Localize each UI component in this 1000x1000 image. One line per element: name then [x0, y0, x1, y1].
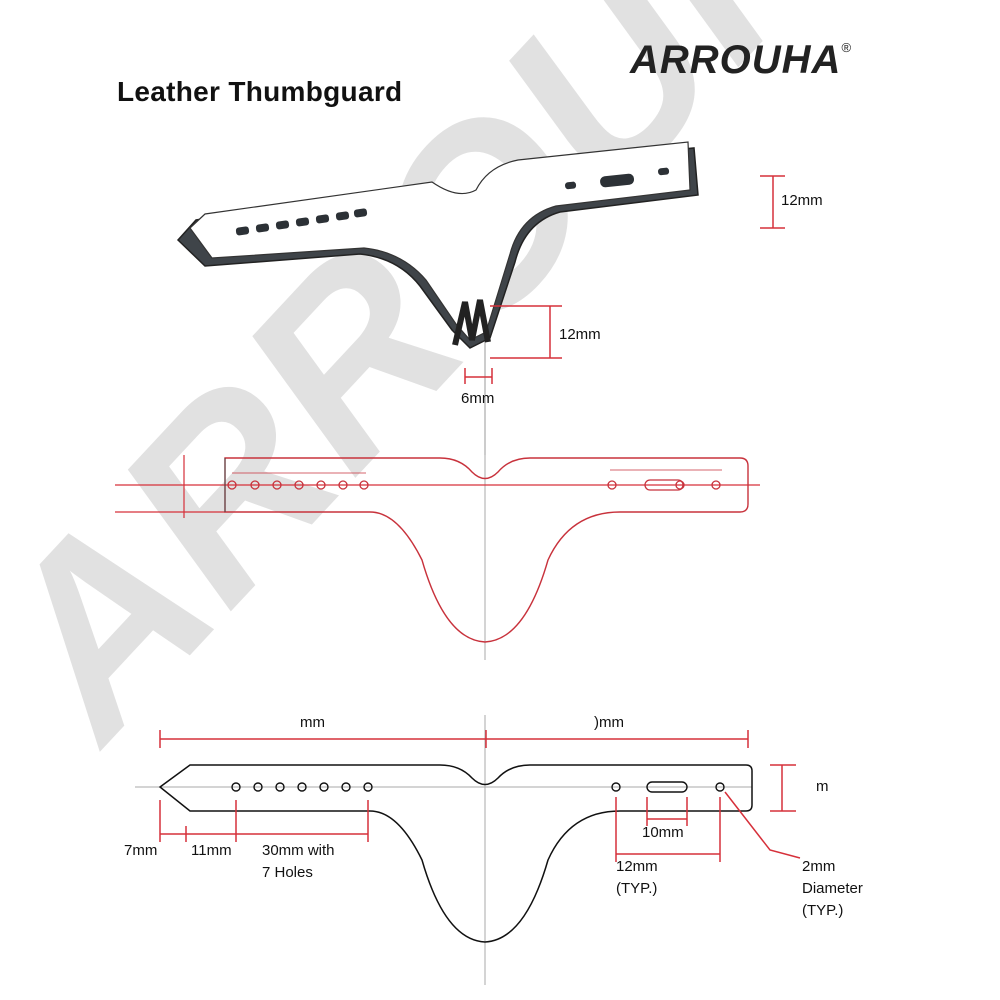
template-hole: [675, 480, 685, 490]
flat-end-height-dim: [770, 764, 796, 812]
iso-tab-width-dim: [464, 368, 493, 384]
flat-hole: [275, 782, 285, 792]
template-hole: [711, 480, 721, 490]
hole-diameter-note: (TYP.): [802, 902, 844, 919]
iso-strap-face: [189, 141, 691, 341]
iso-slot: [600, 173, 635, 188]
flat-hole: [297, 782, 307, 792]
template-hole: [250, 480, 260, 490]
iso-tab-height-label: 12mm: [559, 326, 601, 343]
iso-hole: [335, 211, 350, 221]
iso-hole: [658, 167, 670, 176]
first-hole-offset-label: 11mm: [191, 842, 232, 859]
brand-logo-mark: ®: [841, 40, 853, 55]
template-hole: [359, 480, 369, 490]
flat-hole: [231, 782, 241, 792]
flat-hole: [319, 782, 329, 792]
isometric-view: [176, 141, 785, 455]
iso-strap-height-dim: [760, 175, 785, 229]
brand-logo: ARROUHA®: [630, 38, 852, 83]
template-hole: [338, 480, 348, 490]
flat-view: [135, 715, 801, 985]
iso-hole: [315, 214, 330, 224]
iso-hole: [275, 220, 290, 230]
right-hole-spacing-label: 12mm: [616, 858, 658, 875]
iso-right-holes: [565, 167, 670, 190]
iso-tab-height-dim: [490, 305, 562, 359]
iso-hole: [353, 208, 368, 218]
iso-tab-width-label: 6mm: [461, 390, 495, 407]
template-slot: [644, 479, 684, 491]
iso-hole: [295, 217, 310, 227]
brand-logo-text: ARROUHA: [630, 38, 842, 82]
slot-length-label: 10mm: [642, 824, 684, 841]
hole-diameter-label: 2mm: [802, 858, 836, 875]
flat-right-length-label: )mm: [594, 714, 624, 731]
template-hole: [316, 480, 326, 490]
hole-span-label: 30mm with: [262, 842, 335, 859]
template-hole: [272, 480, 282, 490]
flat-end-height-label: m: [816, 778, 829, 795]
flat-outline: [158, 764, 753, 943]
template-hole: [607, 480, 617, 490]
iso-tab-split: [452, 299, 491, 346]
flat-left-length-label: mm: [300, 714, 325, 731]
hole-diameter-leader: [724, 791, 801, 859]
flat-holes: [231, 781, 725, 793]
iso-strap-height-label: 12mm: [781, 192, 823, 209]
flat-lower-dims: [159, 797, 721, 862]
flat-hole: [341, 782, 351, 792]
iso-hole: [565, 181, 577, 190]
iso-hole: [255, 223, 270, 233]
iso-hole: [235, 226, 250, 236]
template-holes: [227, 479, 721, 491]
hole-count-label: 7 Holes: [262, 864, 313, 881]
hole-diameter-word: Diameter: [802, 880, 863, 897]
flat-slot: [646, 781, 688, 793]
template-view: [115, 430, 760, 660]
flat-hole: [715, 782, 725, 792]
flat-hole: [611, 782, 621, 792]
flat-hole: [363, 782, 373, 792]
template-outline: [224, 457, 749, 643]
right-hole-spacing-note: (TYP.): [616, 880, 658, 897]
flat-length-dim: [159, 730, 749, 748]
template-hole: [227, 480, 237, 490]
diagram-title: Leather Thumbguard: [117, 76, 403, 107]
flat-hole: [253, 782, 263, 792]
point-length-label: 7mm: [124, 842, 158, 859]
template-hole: [294, 480, 304, 490]
iso-left-holes: [235, 208, 368, 236]
